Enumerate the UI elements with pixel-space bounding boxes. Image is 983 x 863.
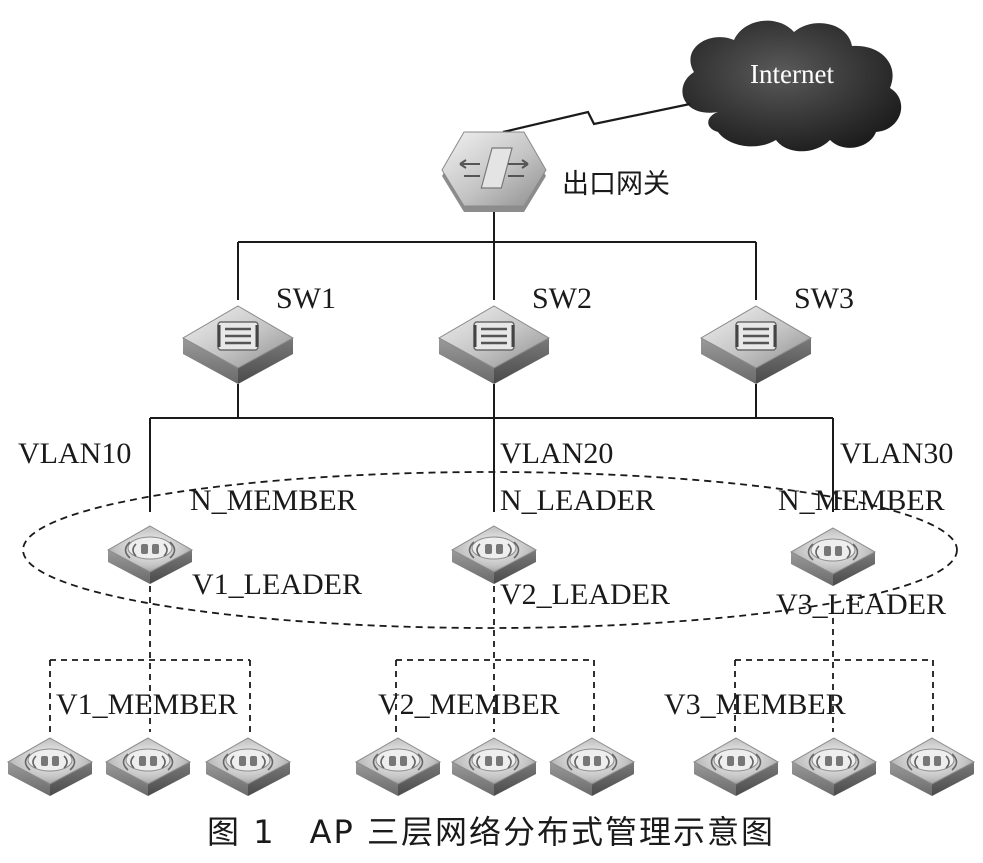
- vlan-label-30: VLAN30: [840, 437, 953, 470]
- gateway-router: [441, 131, 547, 212]
- ap-v1-leader: [107, 525, 193, 585]
- wan-link: [502, 102, 691, 134]
- members-label-1: V1_MEMBER: [56, 688, 238, 721]
- internet-cloud: Internet: [682, 20, 902, 152]
- switch-label-sw3: SW3: [794, 282, 854, 315]
- n-role-label-3: N_MEMBER: [778, 484, 945, 517]
- gateway-label: 出口网关: [562, 169, 670, 200]
- ap-v2-member-2: [451, 737, 537, 797]
- ap-v1-member-2: [105, 737, 191, 797]
- ap-v1-member-1: [7, 737, 93, 797]
- ap-v2-member-3: [549, 737, 635, 797]
- switch-sw2: [437, 304, 551, 386]
- v-role-label-1: V1_LEADER: [192, 568, 362, 601]
- members-label-2: V2_MEMBER: [378, 688, 560, 721]
- core-links: [237, 212, 757, 300]
- ap-v2-leader: [451, 525, 537, 585]
- internet-label: Internet: [750, 59, 834, 89]
- v-role-label-3: V3_LEADER: [776, 588, 946, 621]
- n-role-label-2: N_LEADER: [500, 484, 655, 517]
- switch-label-sw2: SW2: [532, 282, 592, 315]
- ap-v3-member-1: [693, 737, 779, 797]
- switch-label-sw1: SW1: [276, 282, 336, 315]
- vlan-label-10: VLAN10: [18, 437, 131, 470]
- n-group-boundary: [22, 471, 958, 629]
- ap-v3-leader: [790, 527, 876, 587]
- ap-v1-member-3: [205, 737, 291, 797]
- members-label-3: V3_MEMBER: [664, 688, 846, 721]
- vlan-label-20: VLAN20: [500, 437, 613, 470]
- switch-sw3: [699, 304, 813, 386]
- figure-caption: 图 1 AP 三层网络分布式管理示意图: [207, 813, 775, 851]
- ap-v3-member-3: [889, 737, 975, 797]
- distribution-links: [149, 384, 834, 512]
- member-links: [49, 586, 934, 732]
- switch-sw1: [181, 304, 295, 386]
- v-role-label-2: V2_LEADER: [500, 578, 670, 611]
- ap-v2-member-1: [355, 737, 441, 797]
- n-role-label-1: N_MEMBER: [190, 484, 357, 517]
- ap-v3-member-2: [791, 737, 877, 797]
